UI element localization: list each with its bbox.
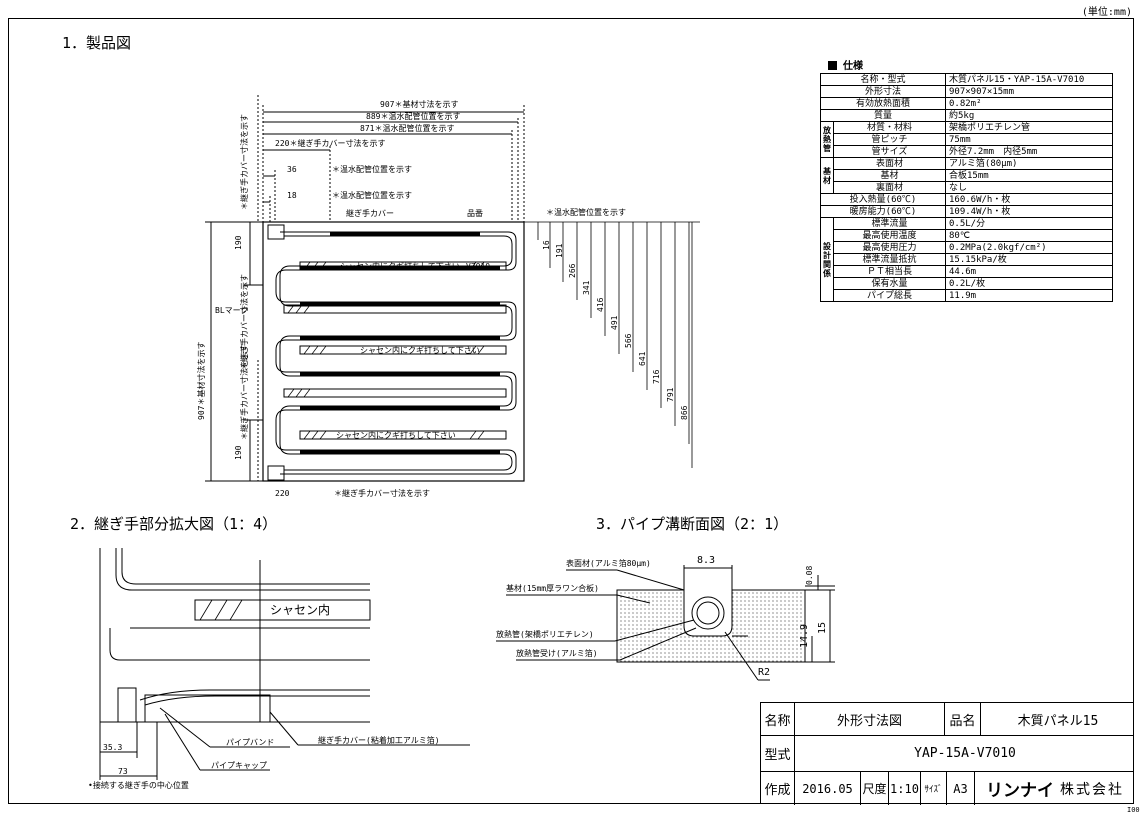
spec-label: パイプ総長 [833,289,946,302]
spec-group-label: 放熱管 [819,121,835,158]
spec-value: 11.9m [945,289,1113,302]
section-title-joint: 2．継ぎ手部分拡大図（1：4） [70,515,278,533]
drawing-frame [8,18,1134,804]
joint-cover-full-label: 継ぎ手カバー(粘着加工アルミ箔) [318,736,440,745]
spec-row: 暖房能力(60℃)109.4W/h・枚 [820,205,1113,218]
company-logo-mark: リンナイ [986,781,1054,800]
square-bullet-icon [828,61,837,70]
scale-value: 1:10 [889,772,921,805]
center-note: •接続する継ぎ手の中心位置 [88,781,189,790]
product-no-label: 品番 [467,209,483,218]
corner-code: I00 [1127,806,1140,814]
pipe-cap-label: パイプキャップ [211,761,267,770]
name-label: 名称 [761,703,795,735]
dim-36: 36 [287,165,297,174]
unit-note: (単位:mm) [1081,7,1132,18]
pipe-holder-label: 放熱管受け(アルミ箔) [516,649,598,658]
dim-220-bottom-note: ＊継ぎ手カバー寸法を示す [334,489,430,498]
r2-label: R2 [758,667,771,678]
spec-row: 基材合板15mm [821,169,1113,182]
section-title-product: 1．製品図 [62,34,132,52]
size-value: A3 [947,772,975,805]
dim-871: 871＊温水配管位置を示す [360,124,455,133]
dim-15: 15 [817,621,828,634]
surface-mat-label: 表面材(アルミ箔80μm) [566,559,651,568]
scale-label: 尺度 [861,772,889,805]
dim-73: 73 [118,767,128,776]
right-note: ＊温水配管位置を示す [546,208,626,217]
dim-36-note: ＊温水配管位置を示す [332,165,412,174]
dim-220-top: 220＊継ぎ手カバー寸法を示す [275,139,386,148]
dim-0-08: 0.08 [805,565,814,585]
dim-18-note: ＊温水配管位置を示す [332,191,412,200]
dim-14-9: 14.9 [799,623,810,648]
heat-pipe-label: 放熱管(架橋ポリエチレン) [496,630,594,639]
hatch-text-3: シャセン内にクギ打ちして下さい [336,431,456,440]
made-label: 作成 [761,772,795,805]
spec-row: 管サイズ外径7.2mm 内径5mm [821,145,1113,158]
dim-220-bottom: 220 [275,489,290,498]
product-label: 品名 [945,703,981,735]
spec-row: 放熱管材質・材料架橋ポリエチレン管 [819,121,1113,158]
hatch-text-2: シャセン内にクギ打ちして下さい [360,346,480,355]
hatch-text-1: シャセン内にクギ打ちして下さい [340,262,460,271]
title-block: 名称 外形寸法図 品名 木質パネル15 型式 YAP-15A-V7010 作成 … [760,702,1135,805]
spec-group-label: 設計関係 [819,217,835,302]
dim-907-top: 907＊基材寸法を示す [380,100,459,109]
v7010-label: V7010 [466,262,491,271]
pipe-band-label: パイプバンド [226,738,275,747]
base-mat-label: 基材(15mm厚ラワン合板) [506,584,599,593]
size-label: ｻｲｽﾞ [921,772,947,805]
joint-hatch-text: シャセン内 [270,603,331,617]
dim-889: 889＊温水配管位置を示す [366,112,461,121]
joint-cover-label: 継ぎ手カバー [346,209,394,218]
company-logo: リンナイ 株式会社 [975,772,1135,805]
name-value: 外形寸法図 [795,703,945,735]
section-title-section: 3．パイプ溝断面図（2：1） [596,515,789,533]
dim-18: 18 [287,191,297,200]
dim-8-3: 8.3 [697,555,716,566]
spec-row: 名称・型式木質パネル15・YAP-15A-V7010 [820,73,1113,86]
dim-35-3: 35.3 [103,743,123,752]
spec-row: 質量約5kg [820,109,1113,122]
spec-row: 裏面材なし [821,181,1113,194]
product-value: 木質パネル15 [1017,713,1099,729]
bl-mark-label: BLマーク [215,306,249,315]
made-value: 2016.05 [795,772,861,805]
model-value: YAP-15A-V7010 [914,746,1016,761]
spec-heading: 仕様 [828,57,863,72]
model-label: 型式 [761,736,795,771]
company-suffix: 株式会社 [1060,781,1124,798]
